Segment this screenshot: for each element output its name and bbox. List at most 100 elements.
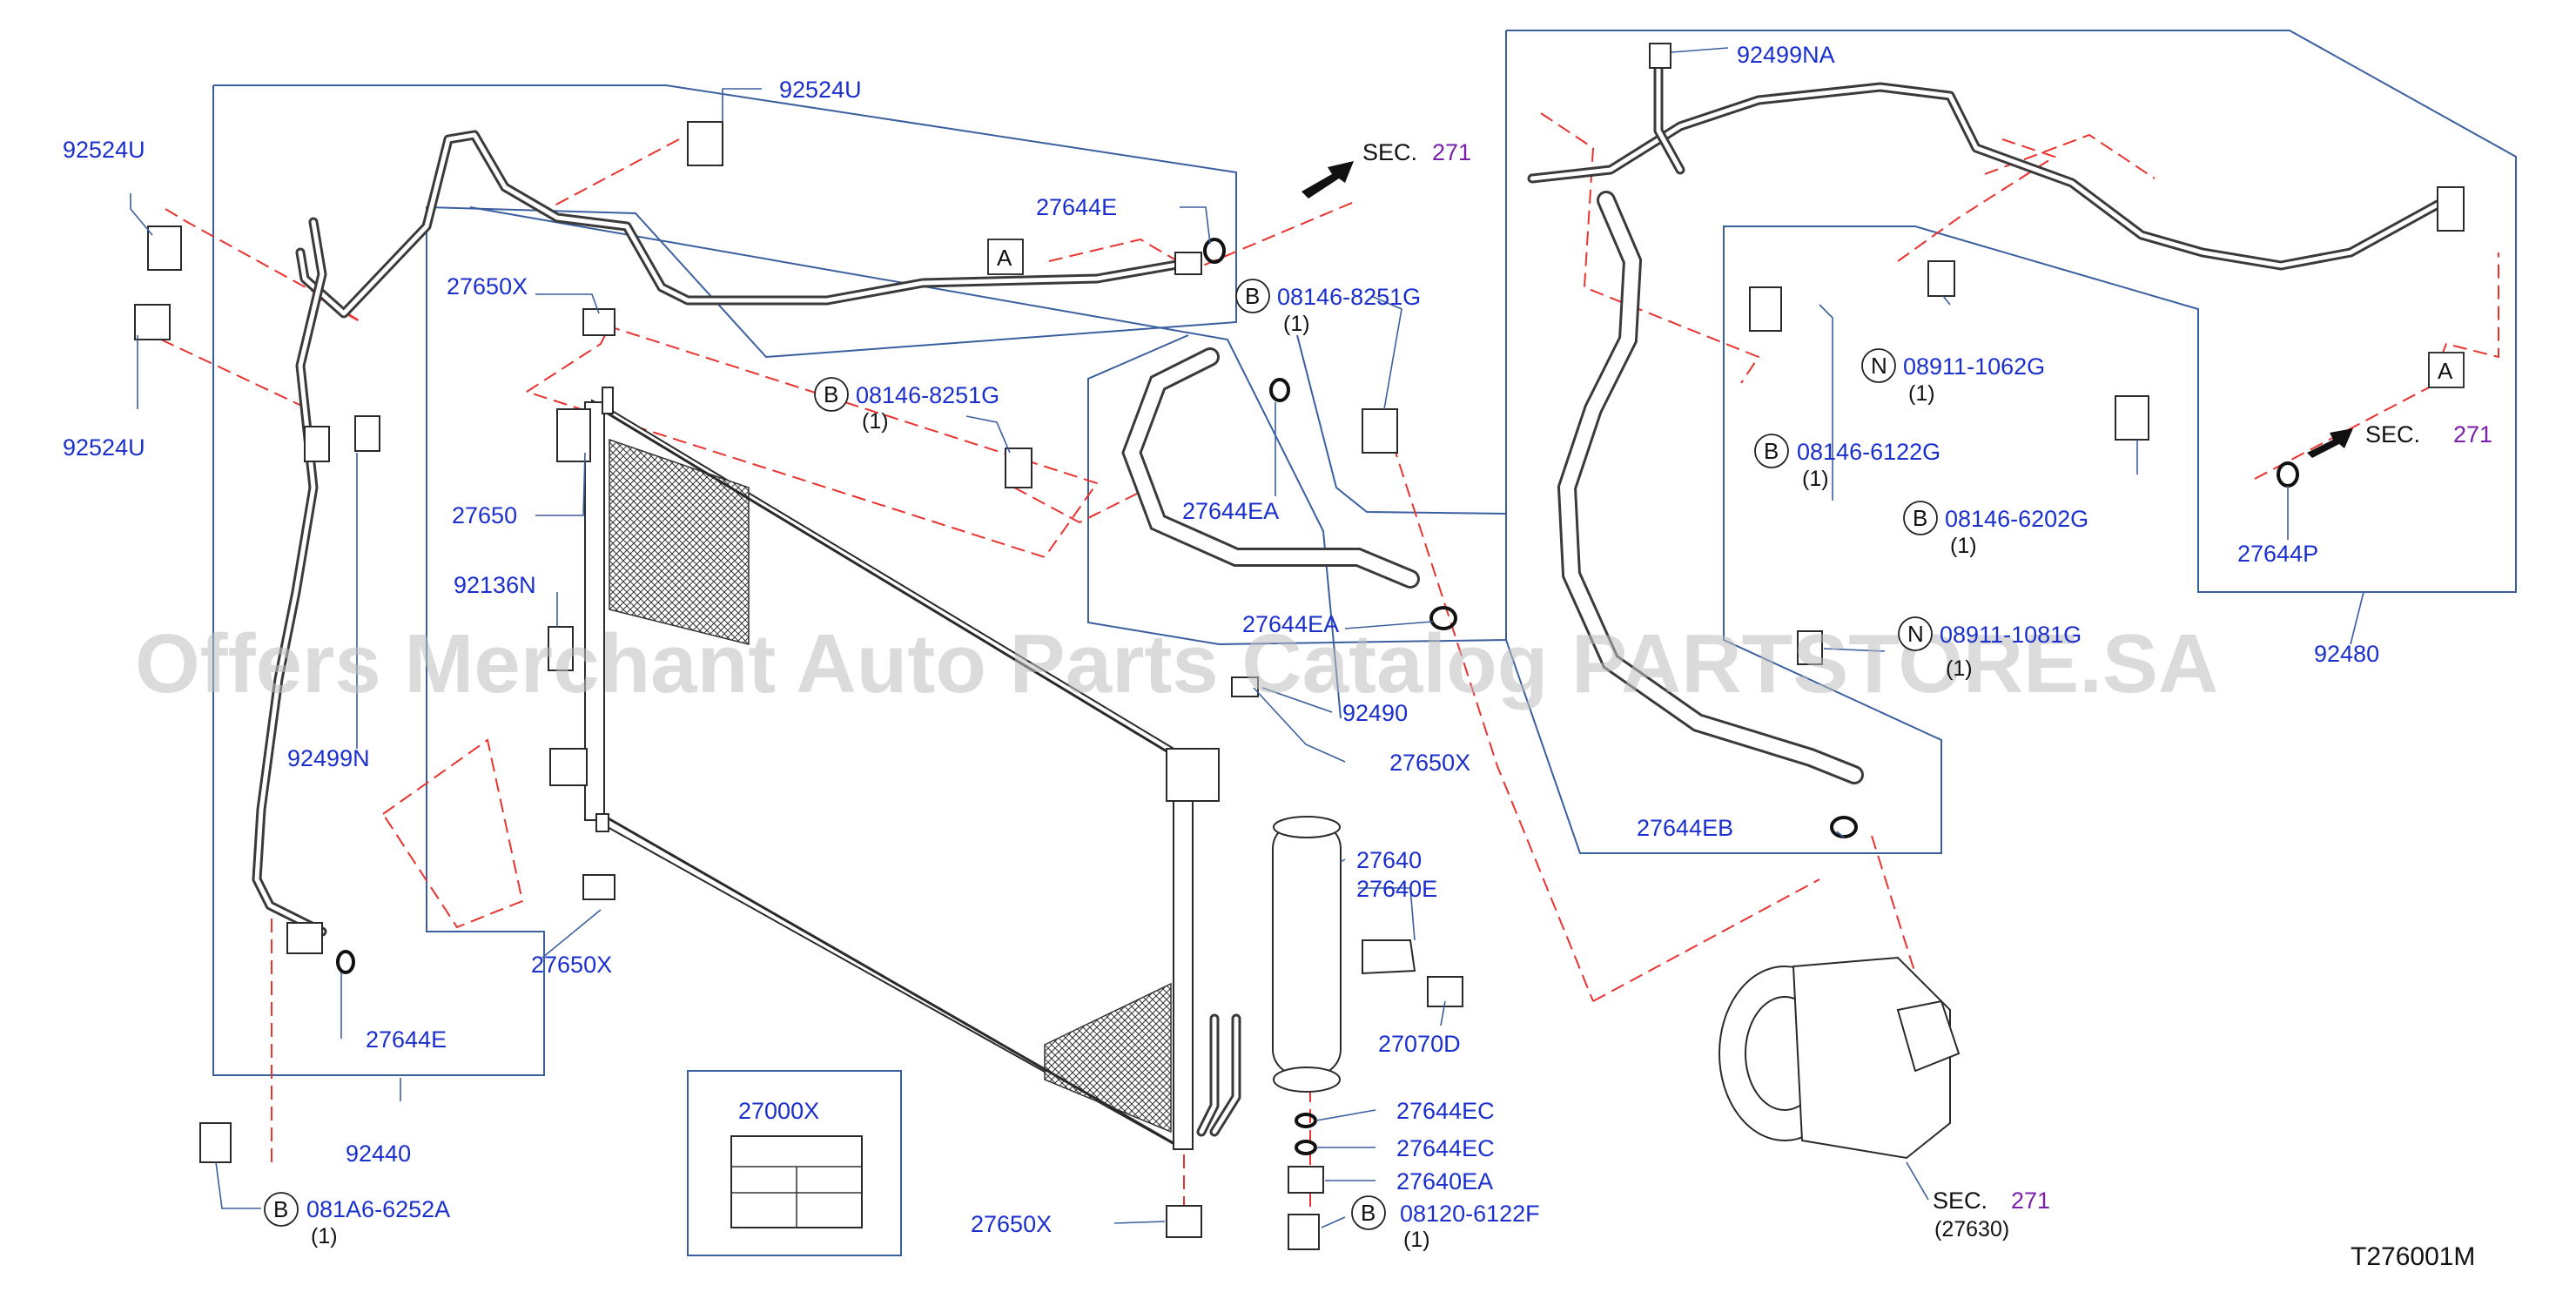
label-08120-6122F: 08120-6122F: [1400, 1201, 1540, 1227]
condenser-mesh-top: [609, 438, 750, 645]
label-27650X-bot: 27650X: [971, 1211, 1052, 1237]
label-08146-6122G: 08146-6122G: [1797, 439, 1940, 465]
condenser-27650: [549, 387, 1241, 1151]
label-27650X-mid: 27650X: [1389, 750, 1470, 776]
mount-27650X-low: [582, 874, 615, 900]
dash-right-mid: [1897, 138, 2057, 262]
label-sec-top: SEC.: [1362, 139, 1417, 165]
dash-compressor-2: [1871, 835, 1925, 1002]
callout-b-08146-6122G: [1754, 434, 1789, 468]
label-27650X-low: 27650X: [531, 952, 612, 978]
watermark-text: Offers Merchant Auto Parts Catalog PARTS…: [135, 617, 2218, 710]
label-08146-8251G-a: 08146-8251G: [856, 382, 999, 408]
qty-08146-6202G: (1): [1950, 534, 1977, 558]
label-sec-right: SEC.: [2365, 421, 2420, 447]
oring-27644EC-a: [1295, 1113, 1317, 1128]
qty-08146-6122G: (1): [1802, 467, 1829, 491]
outline-label-box: [687, 1070, 902, 1256]
label-92524U-top: 92524U: [779, 77, 862, 103]
clip-92524U-left1: [147, 225, 182, 271]
bolt-081A6-6252A: [199, 1122, 232, 1163]
arrows: [1301, 161, 2353, 458]
dash-hose-down: [1392, 443, 1594, 1002]
dash-right-fitting: [1984, 133, 2156, 179]
dash-a-ref: [1048, 199, 1359, 272]
callout-n-letter: N: [1907, 621, 1924, 647]
label-27644P: 27644P: [2237, 541, 2318, 567]
condenser-bottom-pin: [595, 813, 609, 832]
cap-92499NA: [1649, 43, 1671, 69]
insulator-92499N-2: [354, 415, 380, 452]
pipes: [252, 56, 2443, 937]
oring-27644EA-b: [1429, 606, 1457, 630]
qty-08146-8251G-b: (1): [1283, 312, 1310, 336]
diagram-code: T276001M: [2351, 1242, 2475, 1271]
ref-box-a-left: [987, 239, 1024, 275]
label-27650X-top: 27650X: [447, 273, 528, 299]
label-92499N: 92499N: [287, 745, 370, 771]
bolt-08146-8251G-a: [1005, 447, 1032, 488]
pipe-upper-left: [295, 130, 1202, 319]
callout-b-081A6-6252A: [264, 1192, 299, 1227]
dash-clip-line: [160, 339, 310, 410]
oring-27644EA-a: [1269, 378, 1290, 402]
ref-box-a-letter: A: [2438, 358, 2453, 384]
condenser-outlet-block: [1166, 748, 1220, 802]
label-92490: 92490: [1342, 700, 1408, 726]
callout-b-08146-8251G-a: [814, 377, 849, 412]
callout-b-08146-8251G-b: [1235, 279, 1270, 313]
callout-b-08146-6202G: [1903, 501, 1938, 535]
label-92524U-left2: 92524U: [63, 434, 145, 461]
oring-27644P: [2277, 461, 2299, 488]
label-sec-bottom-sub: (27630): [1934, 1217, 2009, 1242]
mount-27650X-bot: [1166, 1205, 1202, 1238]
qty-081A6-6252A: (1): [311, 1224, 338, 1248]
callout-n-08911-1081G: [1898, 616, 1933, 651]
label-sec-right-num: 271: [2453, 421, 2492, 447]
callout-n-letter: N: [1871, 353, 1887, 379]
condenser-right-tank: [1173, 757, 1194, 1150]
drier-base: [1273, 1067, 1341, 1093]
dash-condenser-top: [526, 325, 1099, 559]
compressor-27630: [1718, 956, 1961, 1160]
nut-08911-1081G: [1797, 630, 1823, 665]
label-27644EB: 27644EB: [1637, 815, 1733, 841]
label-27644EA-b: 27644EA: [1242, 611, 1339, 637]
label-92499NA: 92499NA: [1737, 42, 1835, 68]
condenser-top-pin: [602, 387, 614, 414]
label-sec-top-num: 271: [1432, 139, 1471, 165]
receiver-drier-27640: [1272, 816, 1416, 1194]
ref-box-a-letter: A: [997, 245, 1012, 271]
drier-cap: [1273, 816, 1341, 838]
label-081A6-6252A: 081A6-6252A: [306, 1196, 450, 1222]
label-27000X: 27000X: [738, 1098, 819, 1124]
label-92440: 92440: [346, 1141, 411, 1167]
label-27640EA: 27640EA: [1396, 1168, 1493, 1194]
label-27644E-low: 27644E: [366, 1026, 447, 1053]
fitting-lower-left: [286, 922, 323, 954]
dash-right-a: [2254, 252, 2499, 480]
callout-b-letter: B: [1764, 438, 1779, 464]
label-27640: 27640: [1356, 847, 1422, 873]
bolt-08146-6122G: [1749, 286, 1782, 332]
label-92524U-left1: 92524U: [63, 137, 145, 163]
nut-08911-1062G: [1927, 260, 1955, 297]
fitting-right-end: [2437, 186, 2465, 232]
bracket-92136N: [548, 626, 574, 671]
oring-27644E-top: [1203, 238, 1226, 264]
drier-bracket-27640E: [1362, 939, 1416, 975]
part-labels: 92524U 92524U 92524U 27644E SEC. 271 276…: [63, 42, 2492, 1271]
drier-body: [1272, 822, 1342, 1076]
condenser-top-rail: [600, 407, 1185, 764]
condenser-left-tank: [584, 401, 605, 821]
ref-box-a-right: [2428, 352, 2465, 388]
bolt-08120-6122F: [1288, 1214, 1320, 1250]
clip-92524U-top: [687, 121, 723, 166]
callout-b-letter: B: [824, 381, 838, 407]
dash-condenser-bottom: [382, 738, 524, 929]
dash-bolt-mid: [1013, 487, 1150, 524]
label-92136N: 92136N: [454, 572, 536, 598]
oring-27644EC-b: [1295, 1140, 1317, 1155]
dash-top-pipe: [539, 138, 680, 214]
